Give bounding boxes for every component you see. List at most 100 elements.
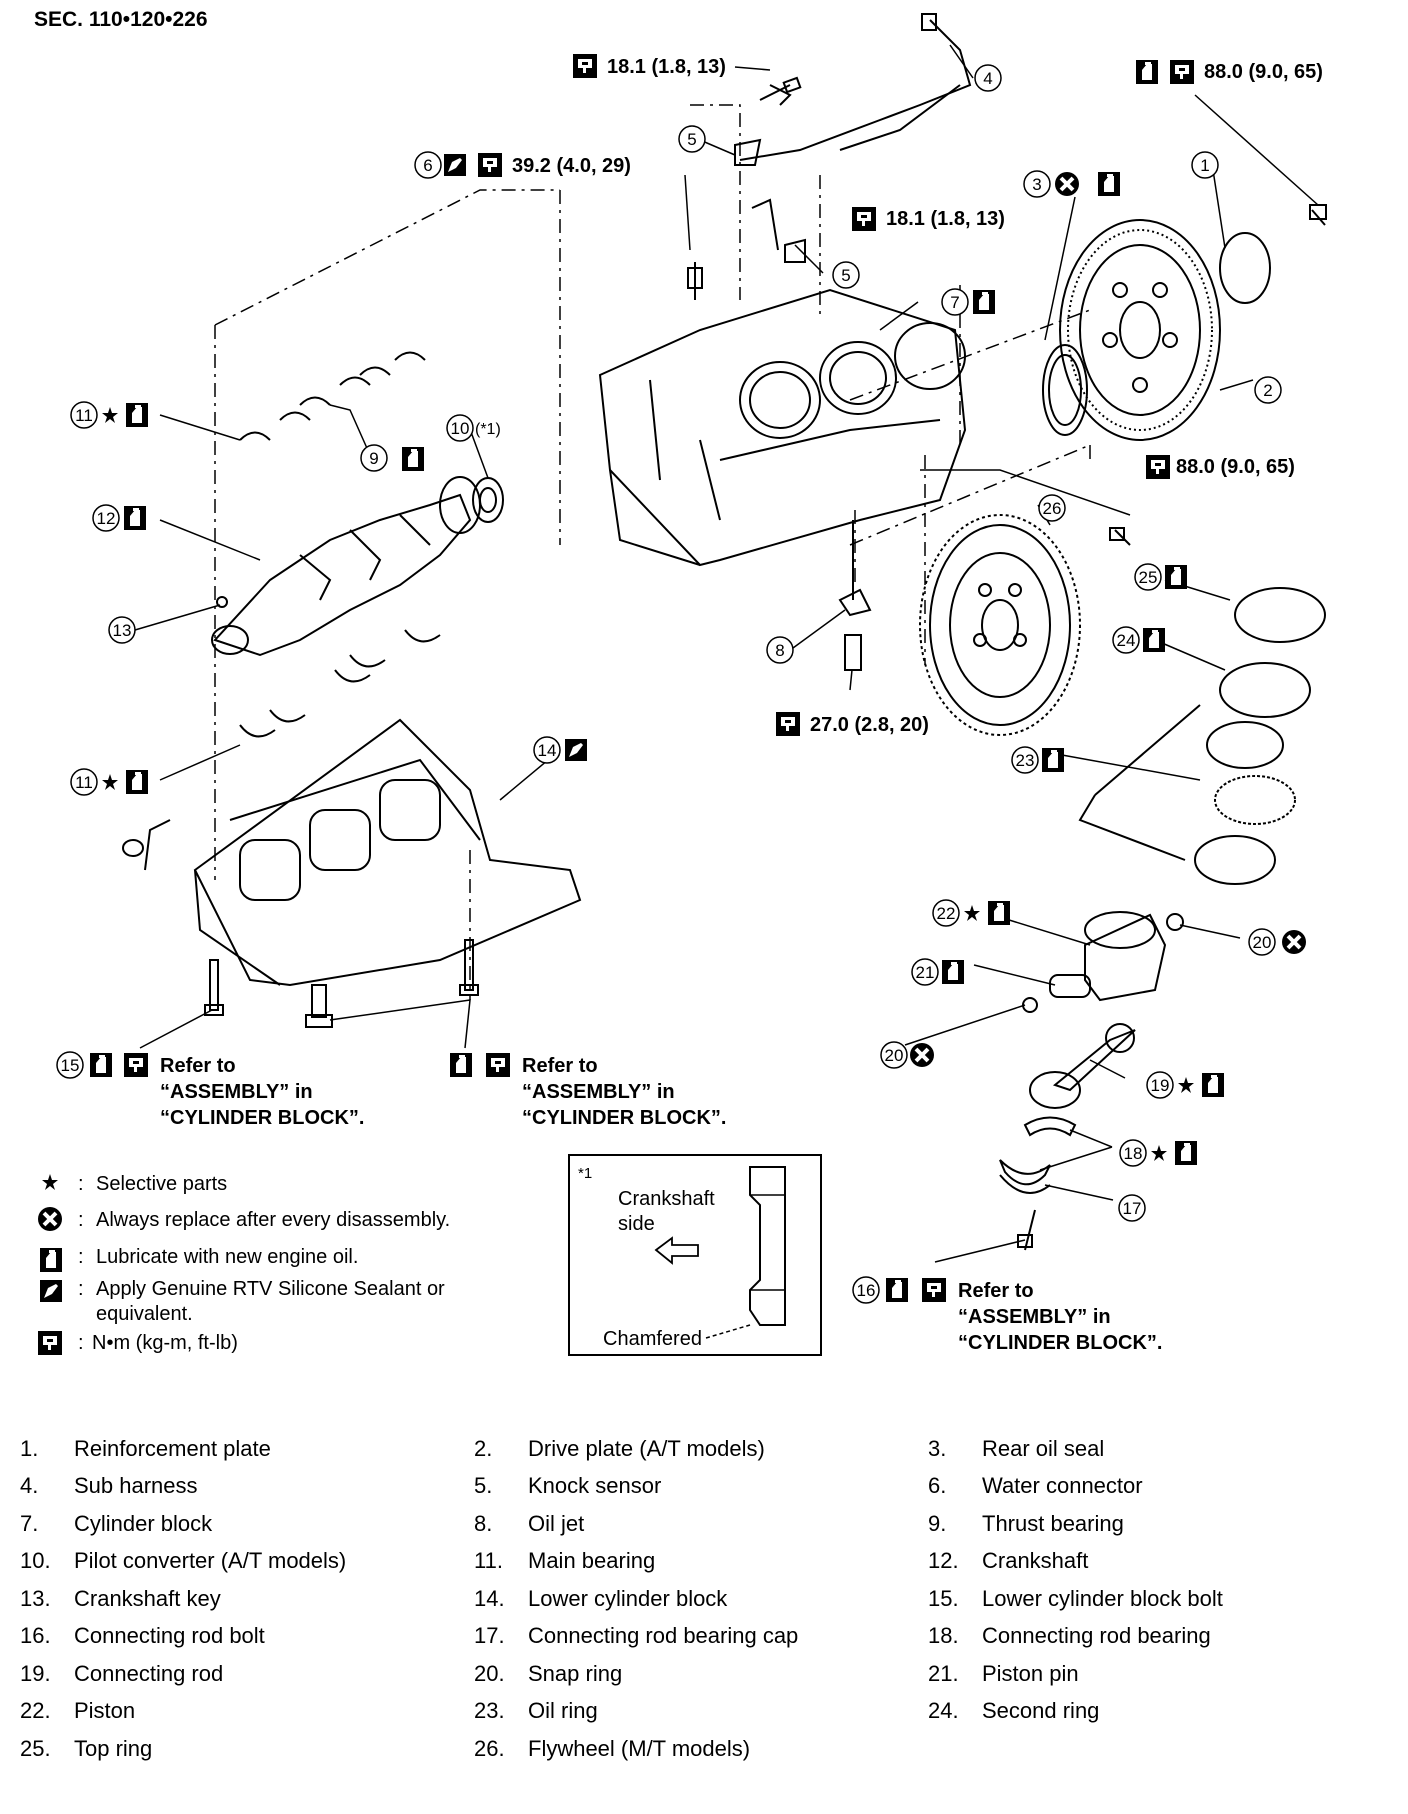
torque-spec-knock-sensor: 18.1 (1.8, 13)	[852, 207, 1005, 231]
list-item: 2.Drive plate (A/T models)	[474, 1435, 765, 1461]
svg-text:9: 9	[369, 449, 378, 468]
list-item: 3.Rear oil seal	[928, 1435, 1105, 1461]
list-item: 22.Piston	[20, 1698, 136, 1724]
section-code: SEC. 110•120•226	[34, 8, 208, 31]
svg-text:“CYLINDER BLOCK”.: “CYLINDER BLOCK”.	[160, 1107, 364, 1129]
piston	[1084, 913, 1167, 1002]
svg-text:side: side	[618, 1213, 655, 1235]
svg-text:20: 20	[1253, 933, 1272, 952]
callout-15: 15 Refer to “ASSEMBLY” in “CYLINDER BLOC…	[56, 1051, 364, 1129]
svg-text:*1: *1	[578, 1165, 592, 1182]
svg-text:“ASSEMBLY” in: “ASSEMBLY” in	[522, 1081, 675, 1103]
torque-spec-6: 39.2 (4.0, 29)	[512, 155, 631, 177]
reinforcement-plate	[1219, 232, 1271, 304]
svg-text:“CYLINDER BLOCK”.: “CYLINDER BLOCK”.	[958, 1332, 1162, 1354]
callout-20a: 20	[1248, 928, 1308, 956]
svg-text:19: 19	[1151, 1076, 1170, 1095]
list-item: 15.Lower cylinder block bolt	[928, 1585, 1223, 1611]
svg-text:10: 10	[451, 419, 470, 438]
list-item: 6.Water connector	[928, 1473, 1143, 1499]
svg-text:25: 25	[1139, 568, 1158, 587]
callout-11a: 11	[70, 401, 148, 429]
svg-text:Refer to: Refer to	[522, 1055, 598, 1077]
parts-row: 19.Connecting rod 20.Snap ring 21.Piston…	[20, 1655, 1400, 1693]
parts-row: 25.Top ring 26.Flywheel (M/T models)	[20, 1730, 1400, 1768]
callout-18: 18	[1119, 1139, 1197, 1167]
callout-24: 24	[1112, 626, 1165, 654]
exploded-engine-diagram: SEC. 110•120•226	[34, 8, 1327, 1356]
engine-line-art	[122, 13, 1327, 1251]
legend-star-text: Selective parts	[96, 1173, 227, 1195]
callout-10: 10 (*1)	[446, 414, 501, 442]
callout-25: 25	[1134, 563, 1187, 591]
svg-text:88.0 (9.0, 65): 88.0 (9.0, 65)	[1176, 456, 1295, 478]
list-item: 17.Connecting rod bearing cap	[474, 1623, 799, 1649]
list-item: 16.Connecting rod bolt	[20, 1623, 265, 1649]
svg-text:24: 24	[1117, 631, 1136, 650]
list-item: 23.Oil ring	[474, 1698, 598, 1724]
callout-14: 14	[533, 736, 587, 764]
drive-plate	[1059, 219, 1221, 441]
svg-text:(*1): (*1)	[475, 421, 501, 438]
svg-text:26: 26	[1043, 499, 1062, 518]
svg-text:20: 20	[885, 1046, 904, 1065]
sub-harness	[739, 19, 972, 161]
svg-text:5: 5	[841, 266, 850, 285]
leader-lines	[134, 44, 1319, 1263]
parts-row: 1.Reinforcement plate 2.Drive plate (A/T…	[20, 1430, 1400, 1468]
parts-row: 10.Pilot converter (A/T models) 11.Main …	[20, 1543, 1400, 1581]
refer-note-lower-bolt-b: Refer to “ASSEMBLY” in “CYLINDER BLOCK”.	[450, 1053, 726, 1129]
svg-text:88.0 (9.0, 65): 88.0 (9.0, 65)	[1204, 61, 1323, 83]
svg-text:18.1 (1.8, 13): 18.1 (1.8, 13)	[607, 56, 726, 78]
callout-26: 26	[1038, 494, 1066, 522]
svg-text:Chamfered: Chamfered	[603, 1328, 702, 1350]
list-item: 19.Connecting rod	[20, 1660, 224, 1686]
callout-19: 19	[1146, 1071, 1224, 1099]
svg-text:“CYLINDER BLOCK”.: “CYLINDER BLOCK”.	[522, 1107, 726, 1129]
list-item: 13.Crankshaft key	[20, 1585, 221, 1611]
lower-cylinder-block	[193, 718, 582, 987]
list-item: 21.Piston pin	[928, 1660, 1079, 1686]
svg-text:17: 17	[1123, 1199, 1142, 1218]
svg-text:12: 12	[97, 509, 116, 528]
upper-main-bearings	[239, 351, 426, 441]
legend: : Selective parts : Always replace after…	[36, 1173, 450, 1355]
svg-text:11: 11	[75, 406, 93, 425]
callout-2: 2	[1254, 376, 1282, 404]
list-item: 9.Thrust bearing	[928, 1510, 1124, 1536]
callout-22: 22	[932, 899, 1010, 927]
legend-torque-text: N•m (kg-m, ft-lb)	[92, 1332, 238, 1354]
list-item: 5.Knock sensor	[474, 1473, 662, 1499]
callout-12: 12	[92, 504, 146, 532]
svg-text:8: 8	[775, 641, 784, 660]
callout-3: 3	[1023, 170, 1120, 198]
svg-text:“ASSEMBLY” in: “ASSEMBLY” in	[958, 1306, 1111, 1328]
detail-box-pilot-converter: *1 Crankshaft side Chamfered	[568, 1154, 822, 1356]
callout-6: 6 39.2 (4.0, 29)	[414, 151, 631, 179]
svg-text:18.1 (1.8, 13): 18.1 (1.8, 13)	[886, 208, 1005, 230]
arrow-left-icon	[654, 1236, 699, 1265]
svg-text:Refer to: Refer to	[160, 1055, 236, 1077]
legend-replace-text: Always replace after every disassembly.	[96, 1209, 450, 1231]
callout-7: 7	[941, 288, 995, 316]
svg-text:3: 3	[1032, 175, 1041, 194]
svg-text::: :	[78, 1332, 84, 1354]
svg-text:23: 23	[1016, 751, 1035, 770]
svg-text::: :	[78, 1246, 84, 1268]
svg-text:6: 6	[423, 156, 432, 175]
callout-1: 1	[1191, 151, 1219, 179]
svg-text:16: 16	[857, 1281, 876, 1300]
parts-row: 16.Connecting rod bolt 17.Connecting rod…	[20, 1618, 1400, 1656]
callout-23: 23	[1011, 746, 1064, 774]
list-item: 24.Second ring	[928, 1698, 1100, 1724]
svg-text:15: 15	[61, 1056, 80, 1075]
svg-text:Refer to: Refer to	[958, 1280, 1034, 1302]
parts-row: 7.Cylinder block 8.Oil jet 9.Thrust bear…	[20, 1505, 1400, 1543]
svg-text:5: 5	[687, 130, 696, 149]
svg-text:11: 11	[75, 773, 93, 792]
list-item: 11.Main bearing	[474, 1548, 656, 1574]
cylinder-block	[598, 288, 967, 567]
torque-spec-harness-bolt: 18.1 (1.8, 13)	[573, 54, 726, 78]
callout-8: 8	[766, 636, 794, 664]
list-item: 25.Top ring	[20, 1735, 153, 1761]
